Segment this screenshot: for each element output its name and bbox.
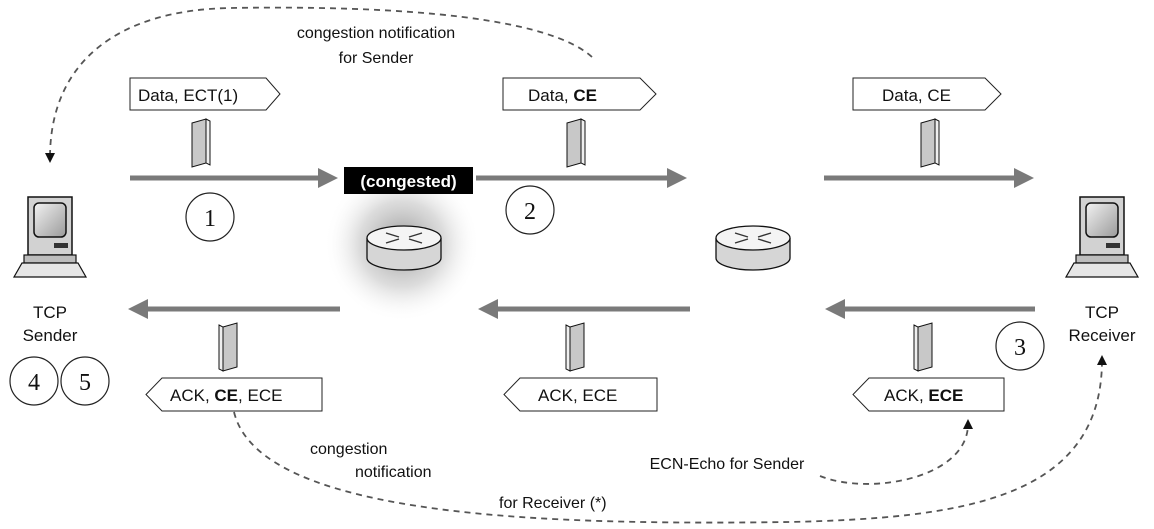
svg-text:Data, ECT(1): Data, ECT(1)	[138, 86, 238, 105]
bottom-note-line3: for Receiver (*)	[499, 495, 607, 512]
congested-label-bg	[344, 167, 473, 194]
ecn-echo-note: ECN-Echo for Sender	[650, 456, 805, 473]
back-packet-2	[565, 322, 585, 372]
receiver-notification-curve	[233, 355, 1107, 524]
step-2: 2	[505, 185, 555, 235]
back-packet-3	[913, 322, 933, 372]
bottom-note-line2: notification	[355, 464, 432, 481]
svg-text:Data, CE: Data, CE	[528, 86, 597, 105]
router-icon	[715, 225, 791, 271]
receiver-label-line1: TCP	[1085, 303, 1119, 322]
sender-computer-icon	[13, 196, 87, 278]
forward-packet-tag-3: Data, CE	[852, 77, 1002, 111]
forward-packet-2	[566, 118, 586, 168]
svg-text:5: 5	[79, 370, 91, 396]
svg-text:3: 3	[1014, 335, 1026, 361]
back-packet-1	[218, 322, 238, 372]
back-arrow-2	[478, 299, 690, 319]
svg-text:2: 2	[524, 199, 536, 225]
step-1: 1	[185, 192, 235, 242]
forward-packet-1	[191, 118, 211, 168]
svg-text:ACK, ECE: ACK, ECE	[538, 386, 617, 405]
forward-packet-3	[920, 118, 940, 168]
forward-packet-tag-1: Data, ECT(1)	[129, 77, 281, 111]
back-packet-tag-2: ACK, ECE	[503, 377, 658, 412]
forward-arrow-1	[130, 168, 338, 188]
sender-label-line2: Sender	[23, 326, 78, 345]
receiver-label-line2: Receiver	[1068, 326, 1135, 345]
congested-router-icon	[366, 225, 442, 271]
receiver-computer-icon	[1065, 196, 1139, 278]
congested-label: (congested)	[360, 172, 456, 191]
svg-text:Data, CE: Data, CE	[882, 86, 951, 105]
step-5: 5	[60, 356, 110, 406]
forward-arrow-3	[824, 168, 1034, 188]
back-arrow-3	[825, 299, 1035, 319]
step-3: 3	[995, 321, 1045, 371]
step-4: 4	[9, 356, 59, 406]
svg-text:4: 4	[28, 370, 40, 396]
svg-text:1: 1	[204, 206, 216, 232]
top-note-line1: congestion notification	[297, 25, 455, 42]
svg-text:ACK, ECE: ACK, ECE	[884, 386, 963, 405]
svg-text:ACK, CE, ECE: ACK, CE, ECE	[170, 386, 282, 405]
back-packet-tag-1: ACK, CE, ECE	[145, 377, 323, 412]
back-arrow-1	[128, 299, 340, 319]
top-note-line2: for Sender	[339, 50, 414, 67]
bottom-note-line1: congestion	[310, 441, 387, 458]
forward-arrow-2	[476, 168, 687, 188]
sender-label-line1: TCP	[33, 303, 67, 322]
forward-packet-tag-2: Data, CE	[502, 77, 657, 111]
back-packet-tag-3: ACK, ECE	[852, 377, 1005, 412]
ecn-echo-curve	[819, 419, 973, 485]
